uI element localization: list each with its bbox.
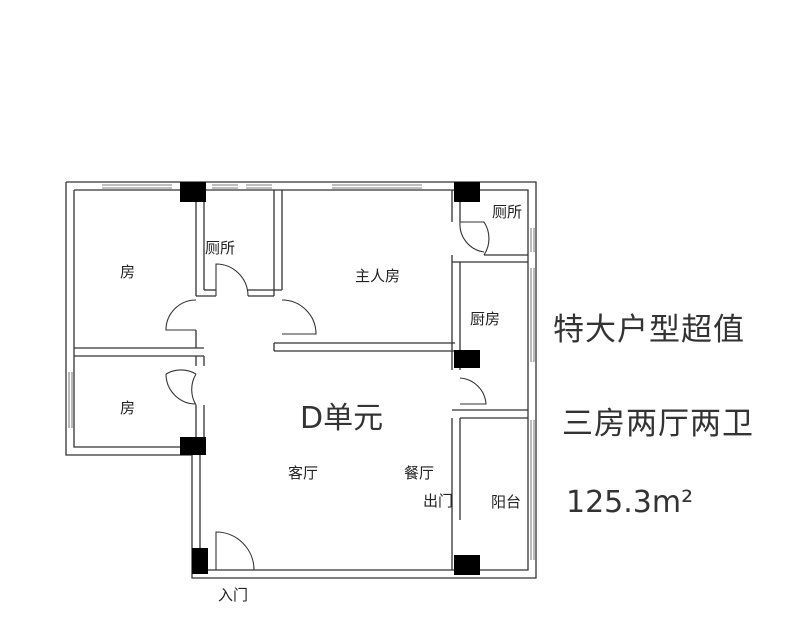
room-label-kitchen: 厨房 <box>470 310 500 328</box>
door-toilet-right <box>459 221 490 256</box>
room-label-toilet-left: 厕所 <box>205 239 235 257</box>
door-master-bedroom <box>281 299 317 335</box>
outer-wall-outer <box>65 181 537 579</box>
room-label-balcony: 阳台 <box>491 493 521 511</box>
door-kitchen <box>459 377 487 405</box>
door-entrance <box>215 531 255 571</box>
room-label-bedroom-bottom: 房 <box>120 399 135 417</box>
door-bedroom-bottom <box>165 369 197 406</box>
headline: 特大户型超值 <box>553 312 745 348</box>
windows <box>68 184 535 560</box>
room-label-master-bedroom: 主人房 <box>355 267 400 285</box>
walls <box>65 181 537 579</box>
side-text: 特大户型超值 三房两厅两卫 125.3m² <box>553 312 754 520</box>
layout-summary: 三房两厅两卫 <box>562 406 754 442</box>
door-toilet-left <box>215 263 249 297</box>
entrance-label: 入门 <box>218 586 248 604</box>
room-label-dining-room: 餐厅 <box>404 464 434 482</box>
doors <box>165 221 490 571</box>
door-bedroom-top <box>165 299 197 331</box>
room-label-living-room: 客厅 <box>288 464 318 482</box>
room-label-bedroom-top: 房 <box>120 263 135 281</box>
exit-label: 出门 <box>423 492 453 510</box>
room-labels: 房 房 厕所 主人房 厕所 厨房 客厅 餐厅 阳台 出门 入门 D单元 <box>120 203 522 604</box>
room-label-toilet-right: 厕所 <box>492 203 522 221</box>
columns <box>180 182 480 575</box>
area-value: 125.3m² <box>566 485 693 520</box>
unit-title: D单元 <box>300 401 383 436</box>
